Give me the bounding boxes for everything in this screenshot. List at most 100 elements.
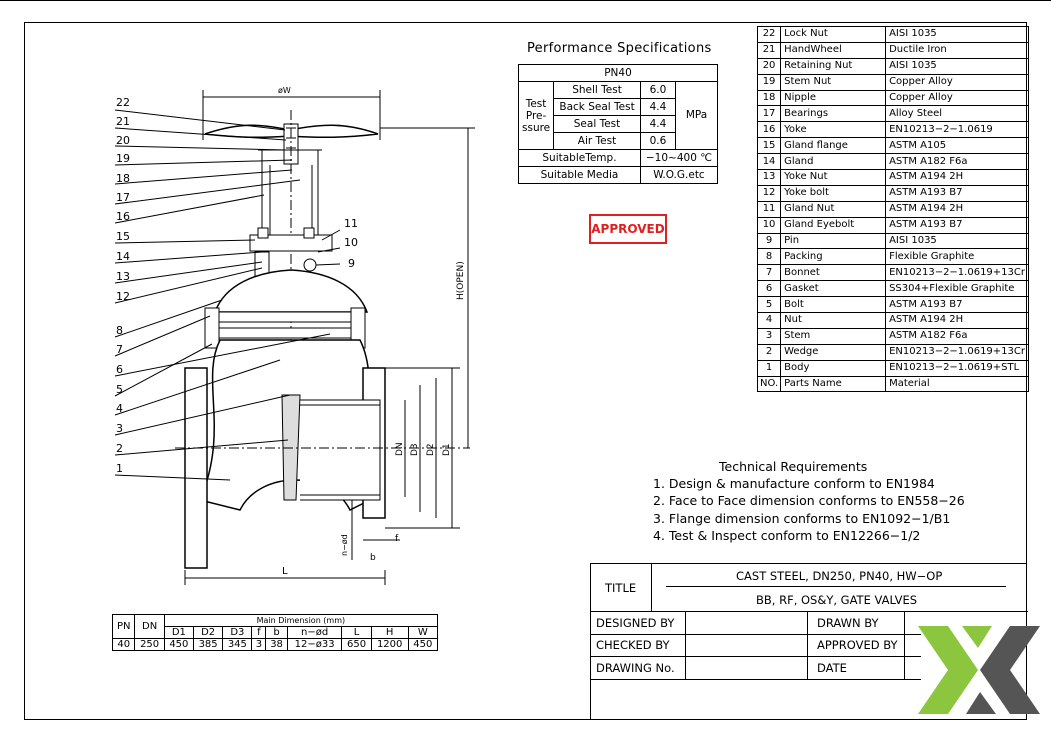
part-name: Yoke Nut bbox=[780, 169, 887, 186]
main-dimension-table: PN DN Main Dimension (mm) D1 D2 D3 f b n… bbox=[111, 614, 439, 651]
part-name: Yoke bbox=[780, 121, 887, 139]
part-material: ASTM A105 bbox=[885, 137, 1029, 155]
dim-header: b bbox=[265, 626, 288, 639]
dim-value: 38 bbox=[265, 638, 288, 651]
dn-dimension-label: DN bbox=[395, 442, 405, 456]
drawn-by-label: DRAWN BY bbox=[817, 616, 879, 630]
test-name: Air Test bbox=[553, 132, 641, 150]
pressure-unit: MPa bbox=[675, 81, 718, 150]
dim-value: 250 bbox=[134, 638, 165, 651]
dim-header: f bbox=[251, 626, 267, 639]
part-number: 12 bbox=[756, 184, 782, 202]
part-name: Nipple bbox=[780, 89, 887, 107]
dim-header: DN bbox=[134, 614, 165, 639]
drawing-no-label: DRAWING No. bbox=[596, 661, 675, 675]
temp-value: −10~400 ℃ bbox=[639, 149, 719, 167]
dim-header: H bbox=[370, 626, 409, 639]
test-value: 6.0 bbox=[639, 81, 677, 99]
part-number: 3 bbox=[756, 327, 782, 345]
part-material: EN10213−2−1.0619 bbox=[885, 121, 1029, 139]
part-number: 14 bbox=[756, 153, 782, 171]
part-name: Pin bbox=[780, 232, 887, 250]
callout-15: 15 bbox=[116, 230, 130, 243]
dim-header: n−ød bbox=[286, 626, 343, 639]
dim-value: 650 bbox=[341, 638, 372, 651]
part-material: ASTM A193 B7 bbox=[885, 216, 1029, 234]
w-dimension-label: øW bbox=[278, 86, 291, 95]
part-name: Bonnet bbox=[780, 264, 887, 282]
performance-table: PN40 Test Pre- ssure Shell Test 6.0 MPa … bbox=[517, 64, 719, 184]
part-material: ASTM A193 B7 bbox=[885, 296, 1029, 314]
dim-value: 40 bbox=[111, 638, 136, 651]
part-number: 13 bbox=[756, 169, 782, 186]
dim-header: W bbox=[407, 626, 439, 639]
part-name: Parts Name bbox=[780, 375, 887, 393]
callout-3: 3 bbox=[116, 422, 123, 435]
technical-item: 4. Test & Inspect conform to EN12266−1/2 bbox=[653, 528, 921, 543]
part-material: Copper Alloy bbox=[885, 73, 1029, 91]
technical-item: 1. Design & manufacture conform to EN198… bbox=[653, 476, 935, 491]
dim-header: L bbox=[341, 626, 372, 639]
part-number: 22 bbox=[756, 26, 782, 43]
part-material: ASTM A194 2H bbox=[885, 312, 1029, 329]
part-material: SS304+Flexible Graphite bbox=[885, 280, 1029, 298]
callout-8: 8 bbox=[116, 324, 123, 337]
nd-dimension-label: n−ød bbox=[340, 534, 349, 556]
part-number: 2 bbox=[756, 343, 782, 361]
part-number: 8 bbox=[756, 248, 782, 266]
part-name: Stem Nut bbox=[780, 73, 887, 91]
part-number: 6 bbox=[756, 280, 782, 298]
dim-value: 3 bbox=[251, 638, 267, 651]
part-name: Gland flange bbox=[780, 137, 887, 155]
part-material: Material bbox=[885, 375, 1029, 393]
part-name: Wedge bbox=[780, 343, 887, 361]
title-label: TITLE bbox=[605, 581, 637, 595]
pressure-class: PN40 bbox=[518, 64, 718, 82]
part-material: ASTM A194 2H bbox=[885, 200, 1029, 218]
part-material: AISI 1035 bbox=[885, 57, 1029, 75]
part-number: 4 bbox=[756, 312, 782, 329]
callout-16: 16 bbox=[116, 210, 130, 223]
media-value: W.O.G.etc bbox=[639, 166, 719, 184]
test-name: Back Seal Test bbox=[553, 98, 641, 116]
test-value: 4.4 bbox=[639, 115, 677, 133]
performance-title: Performance Specifications bbox=[527, 41, 712, 56]
title-line-1: CAST STEEL, DN250, PN40, HW−OP bbox=[736, 569, 943, 583]
part-material: EN10213−2−1.0619+13Cr bbox=[885, 343, 1029, 361]
part-name: Gland Eyebolt bbox=[780, 216, 887, 234]
callout-17: 17 bbox=[116, 191, 130, 204]
approved-stamp: APPROVED bbox=[589, 214, 667, 244]
part-number: 7 bbox=[756, 264, 782, 282]
title-line-2: BB, RF, OS&Y, GATE VALVES bbox=[756, 593, 918, 607]
d2-dimension-label: D2 bbox=[426, 443, 436, 456]
part-material: ASTM A193 B7 bbox=[885, 184, 1029, 202]
designed-by-label: DESIGNED BY bbox=[596, 616, 675, 630]
callout-22: 22 bbox=[116, 96, 130, 109]
part-number: NO. bbox=[756, 375, 782, 393]
part-name: Gasket bbox=[780, 280, 887, 298]
dim-header: PN bbox=[111, 614, 136, 639]
callout-11: 11 bbox=[344, 217, 358, 230]
callout-2: 2 bbox=[116, 442, 123, 455]
callout-7: 7 bbox=[116, 343, 123, 356]
part-material: AISI 1035 bbox=[885, 232, 1029, 250]
technical-item: 2. Face to Face dimension conforms to EN… bbox=[653, 493, 965, 508]
callout-10: 10 bbox=[344, 236, 358, 249]
part-name: HandWheel bbox=[780, 41, 887, 59]
part-number: 21 bbox=[756, 41, 782, 59]
part-material: EN10213−2−1.0619+STL bbox=[885, 359, 1029, 377]
dim-value: 450 bbox=[163, 638, 194, 651]
part-material: ASTM A182 F6a bbox=[885, 153, 1029, 171]
part-number: 10 bbox=[756, 216, 782, 234]
part-name: Stem bbox=[780, 327, 887, 345]
